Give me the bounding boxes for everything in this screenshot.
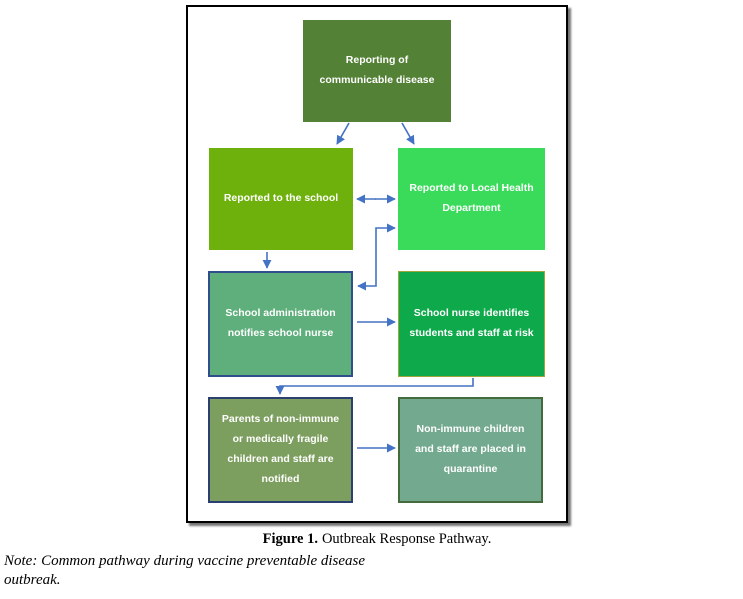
- node-reporting-communicable-disease: Reporting of communicable disease: [303, 20, 451, 122]
- node-quarantine: Non-immune children and staff are placed…: [398, 397, 543, 503]
- figure-caption-text: Outbreak Response Pathway.: [321, 531, 492, 547]
- figure-note: Note: Common pathway during vaccine prev…: [4, 553, 366, 589]
- node-reported-to-school: Reported to the school: [209, 148, 353, 250]
- node-reported-to-health-department: Reported to Local Health Department: [398, 148, 545, 250]
- figure-caption-label: Figure 1.: [262, 531, 318, 547]
- figure-caption: Figure 1.Outbreak Response Pathway.: [186, 531, 568, 548]
- node-parents-notified: Parents of non-immune or medically fragi…: [208, 397, 353, 503]
- node-school-administration-notifies-nurse: School administration notifies school nu…: [208, 271, 353, 377]
- node-school-nurse-identifies-at-risk: School nurse identifies students and sta…: [398, 271, 545, 377]
